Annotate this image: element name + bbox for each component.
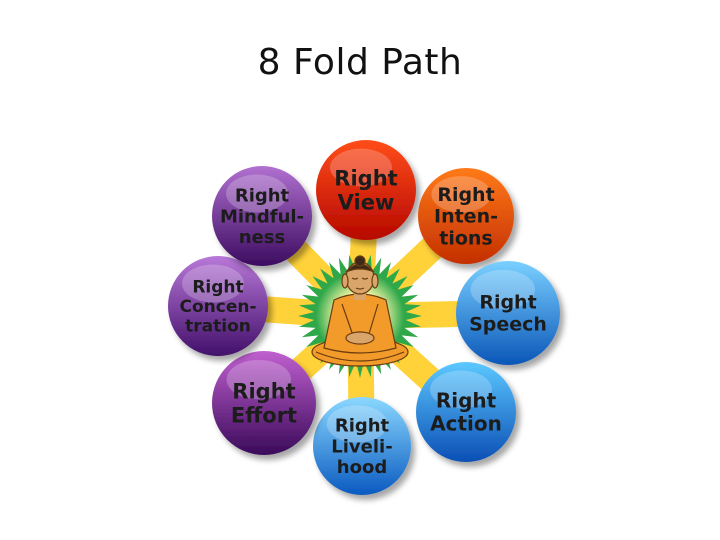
label-speech-line-2: Speech xyxy=(469,314,547,336)
label-livelihood-line-2: Liveli- xyxy=(331,436,392,457)
label-view-line-1: Right xyxy=(334,166,397,190)
meditating-buddha-icon xyxy=(311,255,409,367)
circle-mindfulness xyxy=(212,166,312,266)
label-livelihood-line-1: Right xyxy=(335,416,390,437)
label-concentration-line-3: tration xyxy=(185,317,251,337)
circle-view xyxy=(316,140,416,240)
label-view-line-2: View xyxy=(338,190,395,214)
label-mindfulness-line-3: ness xyxy=(239,227,285,248)
label-intentions-line-1: Right xyxy=(437,184,494,206)
circle-speech xyxy=(456,261,560,365)
circle-concentration xyxy=(168,256,268,356)
label-mindfulness-line-1: Right xyxy=(235,186,290,207)
label-effort-line-1: Right xyxy=(232,379,295,403)
label-action-line-2: Action xyxy=(430,412,502,436)
label-intentions-line-2: Inten- xyxy=(434,206,498,228)
circle-intentions xyxy=(418,168,514,264)
label-action-line-1: Right xyxy=(436,389,497,413)
label-intentions-line-3: tions xyxy=(439,228,492,250)
circle-livelihood xyxy=(313,397,411,495)
circle-action xyxy=(416,362,516,462)
label-effort-line-2: Effort xyxy=(231,403,297,427)
slide-title: 8 Fold Path xyxy=(257,42,463,83)
label-concentration-line-1: Right xyxy=(192,277,243,297)
label-mindfulness-line-2: Mindful- xyxy=(220,206,304,227)
label-livelihood-line-3: hood xyxy=(337,457,387,478)
label-concentration-line-2: Concen- xyxy=(179,297,256,317)
circle-effort xyxy=(212,351,316,455)
label-speech-line-1: Right xyxy=(479,292,536,314)
